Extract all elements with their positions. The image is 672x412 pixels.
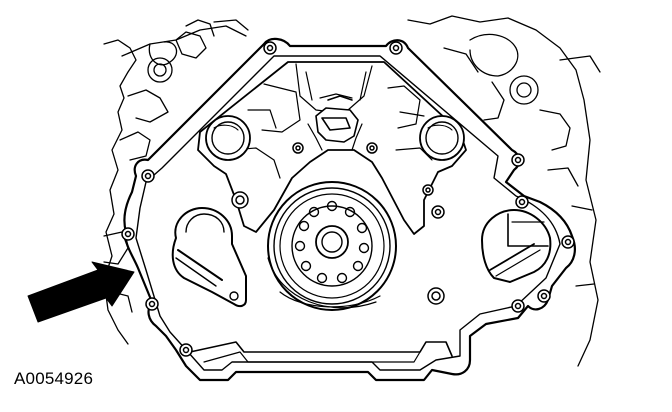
- plate-bolt-holes: [121, 41, 575, 357]
- figure-id-label: A0054926: [14, 369, 94, 388]
- flange-bolt-holes: [294, 200, 370, 284]
- camshaft-plug-right: [481, 209, 552, 283]
- center-bracket: [315, 95, 359, 143]
- crankshaft-flange: [267, 181, 397, 311]
- pointer-arrow: [27, 261, 135, 323]
- plate-upper-window: [197, 61, 467, 235]
- left-cam-bore: [205, 115, 251, 161]
- right-cam-bore: [419, 115, 465, 161]
- camshaft-plug-left: [171, 207, 247, 308]
